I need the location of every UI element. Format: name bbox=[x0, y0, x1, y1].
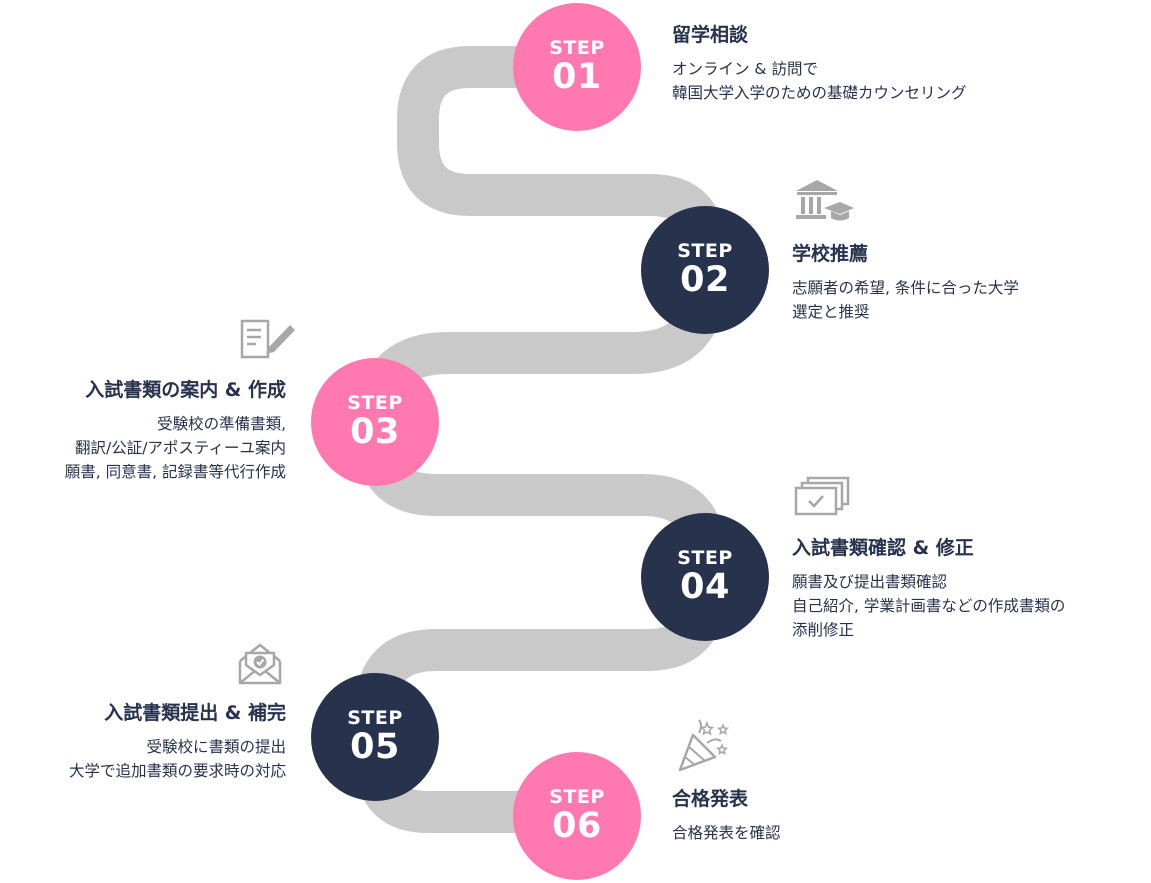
step-desc-line: 自己紹介, 学業計画書などの作成書類の bbox=[792, 597, 1066, 615]
party-popper-icon bbox=[677, 717, 733, 773]
step-01-circle: STEP 01 bbox=[513, 3, 641, 131]
document-pencil-icon bbox=[240, 319, 300, 361]
step-title: 合格発表 bbox=[672, 788, 749, 810]
step-desc-line: 受験校に書類の提出 bbox=[146, 738, 286, 756]
stacked-documents-check-icon bbox=[794, 476, 850, 518]
step-desc-line: 翻訳/公証/アポスティーユ案内 bbox=[74, 439, 286, 457]
step-title: 入試書類提出 & 補完 bbox=[104, 702, 286, 724]
step-desc-line: 願書及び提出書類確認 bbox=[792, 573, 948, 591]
step-desc-line: 合格発表を確認 bbox=[672, 824, 781, 842]
step-number: 01 bbox=[552, 57, 602, 97]
step-05-circle: STEP 05 bbox=[311, 673, 439, 801]
step-title: 入試書類の案内 & 作成 bbox=[85, 379, 286, 401]
step-title: 学校推薦 bbox=[792, 243, 869, 265]
step-label: STEP bbox=[347, 392, 403, 414]
step-title: 入試書類確認 & 修正 bbox=[792, 537, 974, 559]
step-desc-line: オンライン & 訪問で bbox=[672, 60, 818, 78]
step-label: STEP bbox=[677, 240, 733, 262]
step-number: 05 bbox=[350, 727, 400, 767]
step-02-text: 学校推薦 志願者の希望, 条件に合った大学 選定と推奨 bbox=[792, 241, 1019, 324]
step-number: 02 bbox=[680, 260, 730, 300]
step-number: 04 bbox=[680, 567, 730, 607]
step-label: STEP bbox=[347, 707, 403, 729]
step-desc-line: 大学で追加書類の要求時の対応 bbox=[68, 762, 286, 780]
envelope-check-icon bbox=[237, 641, 283, 687]
step-04-text: 入試書類確認 & 修正 願書及び提出書類確認 自己紹介, 学業計画書などの作成書… bbox=[792, 535, 1065, 642]
step-number: 03 bbox=[350, 412, 400, 452]
step-05-text: 入試書類提出 & 補完 受験校に書類の提出 大学で追加書類の要求時の対応 bbox=[69, 700, 286, 783]
step-03-text: 入試書類の案内 & 作成 受験校の準備書類, 翻訳/公証/アポスティーユ案内 願… bbox=[65, 377, 286, 484]
step-desc-line: 韓国大学入学のための基礎カウンセリング bbox=[672, 84, 967, 102]
step-desc-line: 志願者の希望, 条件に合った大学 bbox=[792, 279, 1019, 297]
step-04-circle: STEP 04 bbox=[641, 513, 769, 641]
step-title: 留学相談 bbox=[672, 24, 749, 46]
step-label: STEP bbox=[677, 547, 733, 569]
step-desc-line: 選定と推奨 bbox=[792, 303, 870, 321]
step-number: 06 bbox=[552, 806, 602, 846]
university-graduation-icon bbox=[794, 178, 854, 224]
step-label: STEP bbox=[549, 786, 605, 808]
step-02-circle: STEP 02 bbox=[641, 206, 769, 334]
step-06-text: 合格発表 合格発表を確認 bbox=[672, 786, 781, 845]
step-desc-line: 添削修正 bbox=[792, 621, 855, 639]
step-03-circle: STEP 03 bbox=[311, 358, 439, 486]
step-01-text: 留学相談 オンライン & 訪問で 韓国大学入学のための基礎カウンセリング bbox=[672, 22, 967, 105]
step-06-circle: STEP 06 bbox=[513, 752, 641, 880]
step-desc-line: 願書, 同意書, 記録書等代行作成 bbox=[64, 463, 286, 481]
step-desc-line: 受験校の準備書類, bbox=[157, 415, 286, 433]
step-label: STEP bbox=[549, 37, 605, 59]
